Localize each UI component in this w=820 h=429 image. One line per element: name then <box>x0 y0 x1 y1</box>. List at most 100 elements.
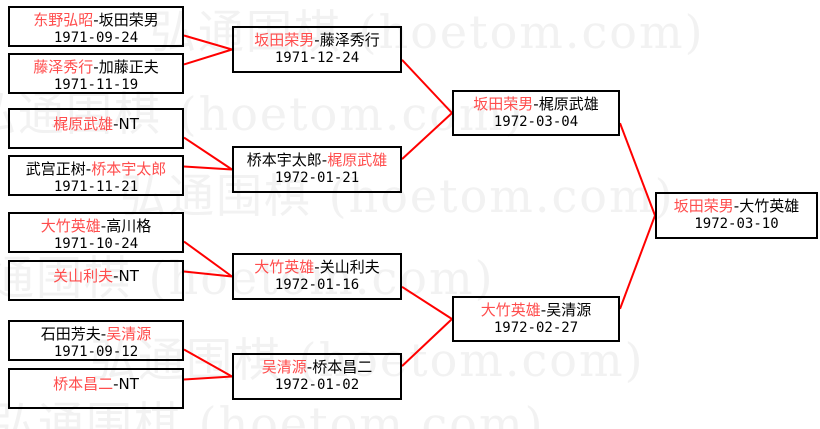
player-winner: 桥本昌二 <box>53 375 114 393</box>
match-date: 1972-01-02 <box>274 377 360 393</box>
connector-line <box>183 270 233 278</box>
match-players: 大竹英雄-高川格 <box>10 217 182 236</box>
player-loser: NT <box>118 267 139 285</box>
player-winner: 大竹英雄 <box>480 301 541 319</box>
player-winner: 桥本宇太郎 <box>91 160 167 178</box>
connector-line <box>401 285 453 320</box>
match-box[interactable]: 梶原武雄-NT <box>8 108 184 149</box>
player-winner: 吴清源 <box>261 358 307 376</box>
match-players: 坂田荣男-藤泽秀行 <box>234 31 400 50</box>
player-winner: 梶原武雄 <box>53 115 114 133</box>
player-winner: 大竹英雄 <box>40 217 101 235</box>
match-players: 石田芳夫-吴清源 <box>10 325 182 344</box>
match-date: 1972-02-27 <box>493 320 579 336</box>
player-loser: 石田芳夫 <box>40 325 101 343</box>
match-players: 坂田荣男-大竹英雄 <box>657 197 816 216</box>
connector-line <box>183 165 233 171</box>
player-winner: 东野弘昭 <box>33 11 94 29</box>
player-winner: 坂田荣男 <box>254 31 315 49</box>
match-date: 1972-01-16 <box>274 277 360 293</box>
connector-line <box>619 215 656 310</box>
player-loser: NT <box>118 375 139 393</box>
player-separator: - <box>533 95 539 113</box>
player-winner: 藤泽秀行 <box>33 58 94 76</box>
match-box[interactable]: 关山利夫-NT <box>8 260 184 301</box>
player-loser: 吴清源 <box>546 301 592 319</box>
match-players: 关山利夫-NT <box>10 267 182 286</box>
player-separator: - <box>733 197 740 215</box>
player-separator: - <box>314 31 320 49</box>
player-loser: 桥本昌二 <box>312 358 373 376</box>
match-box[interactable]: 桥本昌二-NT <box>8 368 184 409</box>
match-players: 藤泽秀行-加藤正夫 <box>10 58 182 77</box>
player-separator: - <box>113 115 119 133</box>
match-players: 桥本昌二-NT <box>10 375 182 394</box>
player-separator: - <box>93 58 99 76</box>
connector-line <box>183 240 233 278</box>
match-players: 大竹英雄-吴清源 <box>454 301 618 320</box>
player-winner: 关山利夫 <box>53 267 114 285</box>
match-players: 梶原武雄-NT <box>10 115 182 134</box>
connector-line <box>401 59 453 114</box>
player-separator: - <box>85 160 92 178</box>
player-loser: 加藤正夫 <box>98 58 159 76</box>
player-separator: - <box>113 267 119 285</box>
player-winner: 梶原武雄 <box>327 151 388 169</box>
match-players: 武宫正树-桥本宇太郎 <box>10 160 182 179</box>
connector-line <box>401 112 453 160</box>
player-winner: 坂田荣男 <box>473 95 534 113</box>
match-players: 桥本宇太郎-梶原武雄 <box>234 151 400 170</box>
player-separator: - <box>100 325 107 343</box>
match-players: 东野弘昭-坂田荣男 <box>10 11 182 30</box>
player-winner: 大竹英雄 <box>254 258 315 276</box>
connector-line <box>183 34 233 51</box>
connector-line <box>619 122 656 216</box>
player-winner: 坂田荣男 <box>673 197 734 215</box>
match-players: 大竹英雄-关山利夫 <box>234 258 400 277</box>
player-separator: - <box>100 217 107 235</box>
match-date: 1971-10-24 <box>53 236 139 252</box>
connector-line <box>401 318 453 367</box>
player-loser: 大竹英雄 <box>739 197 800 215</box>
player-separator: - <box>314 258 320 276</box>
match-date: 1971-09-12 <box>53 344 139 360</box>
match-date: 1971-11-19 <box>53 77 139 93</box>
player-winner: 吴清源 <box>106 325 152 343</box>
player-separator: - <box>321 151 328 169</box>
player-separator: - <box>93 11 99 29</box>
player-separator: - <box>306 358 313 376</box>
match-date: 1972-03-10 <box>694 216 779 232</box>
connector-line <box>183 136 233 171</box>
player-loser: 藤泽秀行 <box>319 31 380 49</box>
connector-line <box>183 375 233 381</box>
connector-line <box>183 48 233 66</box>
match-date: 1971-11-21 <box>53 179 139 195</box>
match-players: 坂田荣男-梶原武雄 <box>454 95 618 114</box>
match-date: 1971-12-24 <box>274 50 360 66</box>
player-loser: 坂田荣男 <box>98 11 159 29</box>
player-separator: - <box>540 301 547 319</box>
player-loser: NT <box>118 115 139 133</box>
match-date: 1972-03-04 <box>493 114 579 130</box>
player-loser: 桥本宇太郎 <box>246 151 322 169</box>
match-players: 吴清源-桥本昌二 <box>234 358 400 377</box>
match-date: 1971-09-24 <box>53 30 139 46</box>
match-date: 1972-01-21 <box>274 170 360 186</box>
player-loser: 关山利夫 <box>319 258 380 276</box>
connector-line <box>183 348 233 378</box>
player-loser: 高川格 <box>106 217 152 235</box>
player-separator: - <box>113 375 119 393</box>
